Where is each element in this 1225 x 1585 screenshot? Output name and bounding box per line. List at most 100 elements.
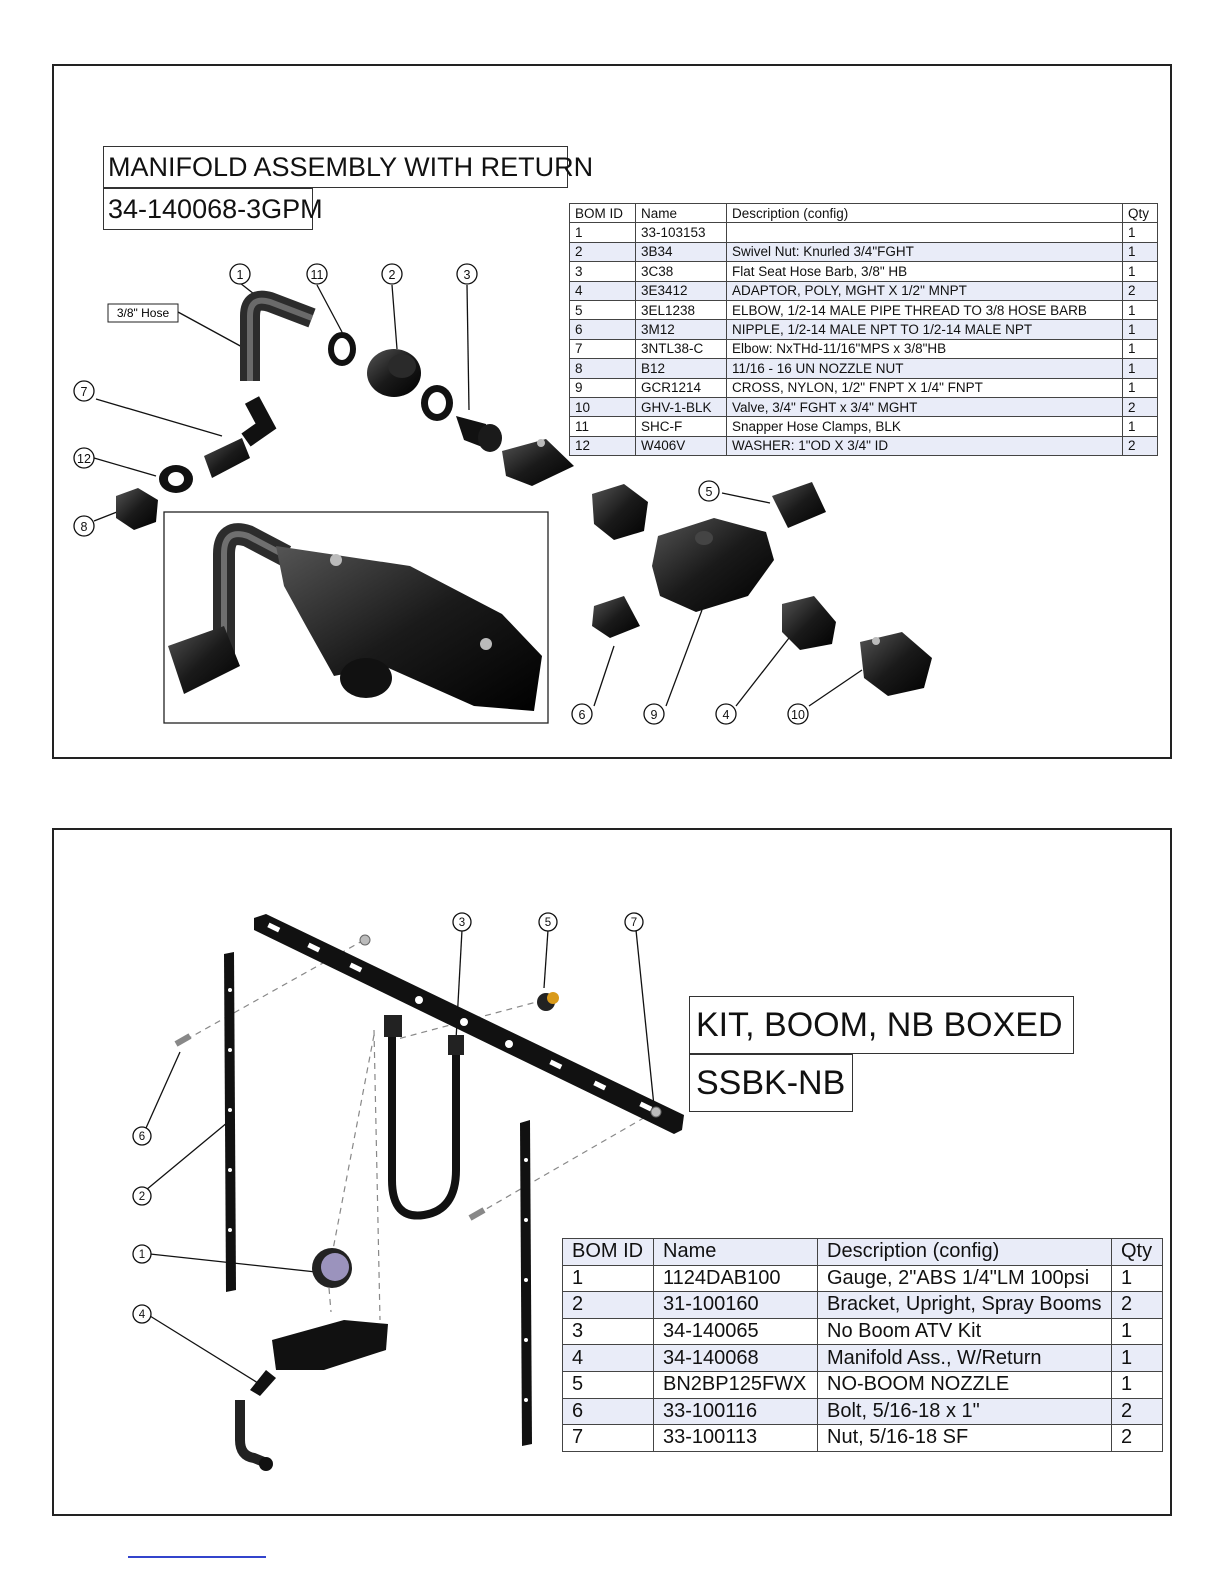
bom-qty: 1 bbox=[1122, 338, 1158, 360]
bom-name: 3M12 bbox=[635, 319, 727, 340]
bom-qty: 2 bbox=[1122, 396, 1158, 418]
callout-4: 4 bbox=[139, 1309, 146, 1321]
callout-5: 5 bbox=[545, 917, 551, 929]
kit-part-number: SSBK-NB bbox=[689, 1054, 853, 1112]
bom-description: Elbow: NxTHd-11/16"MPS x 3/8"HB bbox=[726, 338, 1123, 360]
bom-id: 3 bbox=[569, 261, 636, 282]
bom-id: 7 bbox=[562, 1424, 654, 1452]
bom-name: 1124DAB100 bbox=[653, 1264, 818, 1293]
bom-description: Bolt, 5/16-18 x 1" bbox=[817, 1397, 1112, 1426]
hose-label: 3/8" Hose bbox=[117, 306, 170, 320]
bom-col-id: BOM ID bbox=[569, 202, 636, 224]
bom-description: Nut, 5/16-18 SF bbox=[817, 1424, 1112, 1452]
bom-name: SHC-F bbox=[635, 416, 727, 437]
bom-description: Bracket, Upright, Spray Booms bbox=[817, 1291, 1112, 1319]
bom-id: 11 bbox=[569, 416, 636, 437]
callout-3: 3 bbox=[464, 268, 471, 282]
bom-col-name: Name bbox=[653, 1238, 818, 1266]
callout-12: 12 bbox=[77, 452, 91, 466]
bom-qty: 2 bbox=[1111, 1291, 1163, 1319]
callout-2: 2 bbox=[139, 1191, 145, 1203]
bom-description: 11/16 - 16 UN NOZZLE NUT bbox=[726, 358, 1123, 379]
bom-id: 10 bbox=[569, 396, 636, 418]
bom-col-description: Description (config) bbox=[726, 202, 1123, 224]
bom-id: 3 bbox=[562, 1317, 654, 1346]
bom-name: BN2BP125FWX bbox=[653, 1370, 818, 1399]
bom-name: GHV-1-BLK bbox=[635, 396, 727, 418]
bom-id: 1 bbox=[569, 222, 636, 243]
callout-6: 6 bbox=[139, 1131, 145, 1143]
bom-qty: 1 bbox=[1122, 377, 1158, 398]
bom-description: Gauge, 2"ABS 1/4"LM 100psi bbox=[817, 1264, 1112, 1293]
bom-name: 33-103153 bbox=[635, 222, 727, 243]
callout-10: 10 bbox=[791, 708, 805, 722]
callout-11: 11 bbox=[311, 268, 324, 282]
callout-9: 9 bbox=[651, 708, 658, 722]
bom-qty: 1 bbox=[1122, 241, 1158, 263]
bom-qty: 2 bbox=[1111, 1424, 1163, 1452]
bom-name: 3C38 bbox=[635, 261, 727, 282]
bom-header-row: BOM ID Name Description (config) Qty bbox=[562, 1238, 1163, 1266]
footer-link-underline[interactable] bbox=[128, 1556, 266, 1558]
bom-description: CROSS, NYLON, 1/2" FNPT X 1/4" FNPT bbox=[726, 377, 1123, 398]
bom-name: 34-140068 bbox=[653, 1344, 818, 1372]
bom-id: 4 bbox=[562, 1344, 654, 1372]
bom-id: 2 bbox=[562, 1291, 654, 1319]
bom-id: 6 bbox=[569, 319, 636, 340]
boom-kit-exploded-drawing: 3 5 7 6 2 1 4 bbox=[132, 912, 684, 1471]
bom-description: Swivel Nut: Knurled 3/4"FGHT bbox=[726, 241, 1123, 263]
bom-qty: 1 bbox=[1111, 1317, 1163, 1346]
bom-name: 31-100160 bbox=[653, 1291, 818, 1319]
callout-7: 7 bbox=[631, 917, 637, 929]
callout-4: 4 bbox=[723, 708, 730, 722]
bom-id: 7 bbox=[569, 338, 636, 360]
assembly-title: MANIFOLD ASSEMBLY WITH RETURN bbox=[103, 146, 593, 188]
assembly-part-number: 34-140068-3GPM bbox=[103, 188, 323, 230]
callout-7: 7 bbox=[81, 385, 88, 399]
bom-qty: 2 bbox=[1122, 280, 1158, 301]
bom-description: ELBOW, 1/2-14 MALE PIPE THREAD TO 3/8 HO… bbox=[726, 299, 1123, 321]
bom-qty: 2 bbox=[1111, 1397, 1163, 1426]
bom-id: 8 bbox=[569, 358, 636, 379]
callout-3: 3 bbox=[459, 917, 465, 929]
callout-5: 5 bbox=[706, 485, 713, 499]
bom-description: Snapper Hose Clamps, BLK bbox=[726, 416, 1123, 437]
bom-qty: 1 bbox=[1122, 222, 1158, 243]
bom-id: 12 bbox=[569, 435, 636, 457]
bom-col-name: Name bbox=[635, 202, 727, 224]
bom-name: 33-100113 bbox=[653, 1424, 818, 1452]
bom-header-row: BOM ID Name Description (config) Qty bbox=[569, 202, 1158, 224]
callout-2: 2 bbox=[389, 268, 396, 282]
bom-qty: 1 bbox=[1122, 261, 1158, 282]
manifold-assembly-panel: 1 11 2 3 7 12 8 5 6 9 4 10 3/8" Hose MAN… bbox=[52, 64, 1172, 759]
bom-id: 5 bbox=[569, 299, 636, 321]
bom-id: 2 bbox=[569, 241, 636, 263]
bom-col-qty: Qty bbox=[1111, 1238, 1163, 1266]
bom-name: W406V bbox=[635, 435, 727, 457]
bom-qty: 1 bbox=[1122, 299, 1158, 321]
bom-description bbox=[726, 222, 1123, 243]
bom-qty: 1 bbox=[1111, 1370, 1163, 1399]
bom-qty: 1 bbox=[1122, 358, 1158, 379]
bom-id: 9 bbox=[569, 377, 636, 398]
bom-id: 4 bbox=[569, 280, 636, 301]
bom-description: NO-BOOM NOZZLE bbox=[817, 1370, 1112, 1399]
bom-qty: 1 bbox=[1111, 1344, 1163, 1372]
kit-title: KIT, BOOM, NB BOXED bbox=[689, 996, 1074, 1054]
callout-1: 1 bbox=[237, 268, 244, 282]
bom-name: 3E3412 bbox=[635, 280, 727, 301]
bom-name: GCR1214 bbox=[635, 377, 727, 398]
bom-col-description: Description (config) bbox=[817, 1238, 1112, 1266]
